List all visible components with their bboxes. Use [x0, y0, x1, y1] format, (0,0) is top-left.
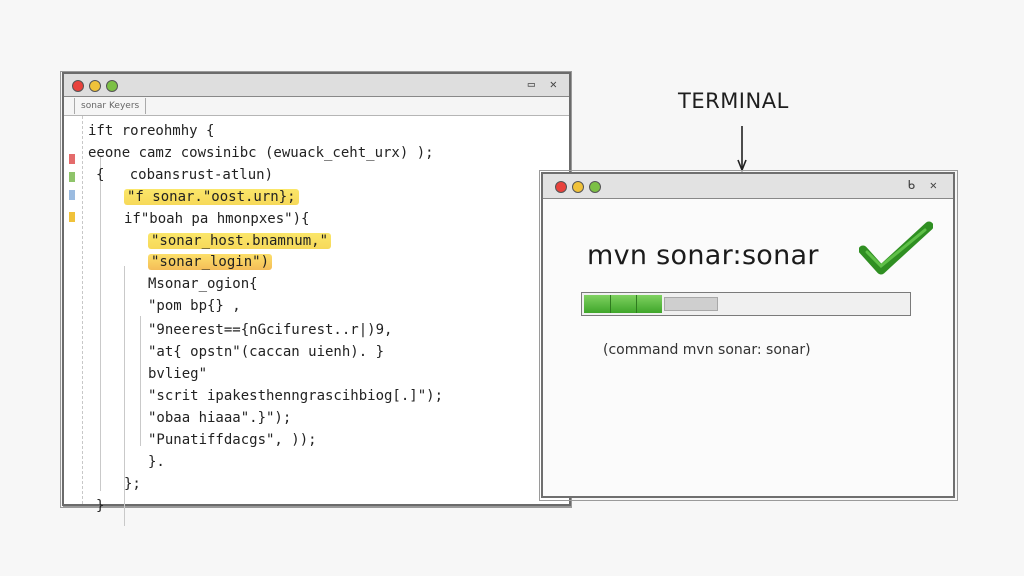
- close-icon[interactable]: ✕: [549, 77, 557, 91]
- code-text: }.: [148, 454, 165, 470]
- close-icon[interactable]: ✕: [929, 178, 937, 192]
- code-text: ift roreohmhy {: [88, 123, 215, 139]
- code-text: "obaa hiaaa".}");: [148, 410, 292, 426]
- code-line: "obaa hiaaa".}");: [148, 409, 291, 427]
- code-editor-window: ▭ ✕ sonar Keyers ift roreohmhy { eeone ca…: [60, 71, 572, 526]
- progress-bar-remaining: [664, 297, 718, 311]
- minimize-window-button[interactable]: [89, 80, 101, 92]
- code-line: "scrit ipakesthenngrascihbiog[.]");: [148, 387, 443, 405]
- gutter-marker: [69, 212, 75, 222]
- code-line: bvlieg": [148, 365, 207, 383]
- code-line: }.: [148, 453, 165, 471]
- code-text: "sonar_host.bnamnum,": [148, 233, 332, 249]
- code-text: "9neerest=={nGcifurest..r|)9,: [148, 322, 393, 338]
- gutter-marker: [69, 190, 75, 200]
- code-line: "sonar_login"): [148, 253, 273, 271]
- code-line: "sonar_host.bnamnum,": [148, 232, 332, 250]
- command-caption: (command mvn sonar: sonar): [603, 342, 811, 358]
- code-text: { cobansrust-atlun): [96, 167, 274, 183]
- maximize-window-button[interactable]: [106, 80, 118, 92]
- code-text: if"boah pa hmonpxes"){: [124, 211, 310, 227]
- code-line: "at{ opstn"(caccan uienh). }: [148, 343, 384, 361]
- progress-segment-divider: [636, 295, 637, 313]
- code-text: }: [96, 498, 105, 514]
- indent-guide: [100, 156, 101, 491]
- code-line: "pom bp{} ,: [148, 297, 241, 315]
- code-line: eeone camz cowsinibc (ewuack_ceht_urx) )…: [88, 144, 434, 162]
- indent-guide: [140, 316, 141, 446]
- close-window-button[interactable]: [555, 181, 567, 193]
- code-text: };: [124, 476, 141, 492]
- code-text: "scrit ipakesthenngrascihbiog[.]");: [148, 388, 444, 404]
- editor-tab[interactable]: sonar Keyers: [74, 98, 147, 114]
- progress-segment-divider: [610, 295, 611, 313]
- terminal-command: mvn sonar:sonar: [587, 240, 819, 271]
- code-text: "at{ opstn"(caccan uienh). }: [148, 344, 385, 360]
- code-line: "Punatiffdacgs", ));: [148, 431, 317, 449]
- code-text: "Punatiffdacgs", ));: [148, 432, 317, 448]
- code-line: ift roreohmhy {: [88, 122, 214, 140]
- gutter-marker: [69, 154, 75, 164]
- restore-icon[interactable]: ▭: [527, 77, 535, 91]
- indent-guide: [124, 266, 125, 526]
- gutter-marker: [69, 172, 75, 182]
- code-line: if"boah pa hmonpxes"){: [124, 210, 309, 228]
- code-text: eeone camz cowsinibc (ewuack_ceht_urx) )…: [88, 145, 434, 161]
- terminal-titlebar: ᑲ ✕: [543, 174, 953, 199]
- close-window-button[interactable]: [72, 80, 84, 92]
- editor-titlebar: ▭ ✕: [64, 74, 569, 97]
- progress-bar-fill: [584, 295, 662, 313]
- progress-bar: [581, 292, 911, 316]
- code-line: "9neerest=={nGcifurest..r|)9,: [148, 321, 392, 339]
- maximize-window-button[interactable]: [589, 181, 601, 193]
- code-line: }: [96, 497, 104, 515]
- checkmark-icon: [859, 221, 933, 275]
- code-line: "f sonar."oost.urn};: [124, 188, 299, 206]
- code-line: Msonar_ogion{: [148, 275, 258, 293]
- terminal-window: ᑲ ✕ mvn sonar:sonar (command mvn sonar: …: [539, 170, 958, 501]
- code-line: { cobansrust-atlun): [96, 166, 273, 184]
- code-area[interactable]: ift roreohmhy { eeone camz cowsinibc (ewu…: [64, 116, 569, 526]
- editor-gutter: [64, 116, 83, 504]
- code-text: "f sonar."oost.urn};: [124, 189, 299, 205]
- code-text: "sonar_login"): [148, 254, 273, 270]
- editor-tab-bar: sonar Keyers: [64, 97, 569, 116]
- code-text: Msonar_ogion{: [148, 276, 258, 292]
- minimize-window-button[interactable]: [572, 181, 584, 193]
- code-text: "pom bp{} ,: [148, 298, 241, 314]
- restore-icon[interactable]: ᑲ: [907, 178, 915, 192]
- code-text: bvlieg": [148, 366, 208, 382]
- code-line: };: [124, 475, 141, 493]
- down-arrow-icon: [737, 126, 747, 172]
- terminal-annotation-label: TERMINAL: [678, 89, 789, 113]
